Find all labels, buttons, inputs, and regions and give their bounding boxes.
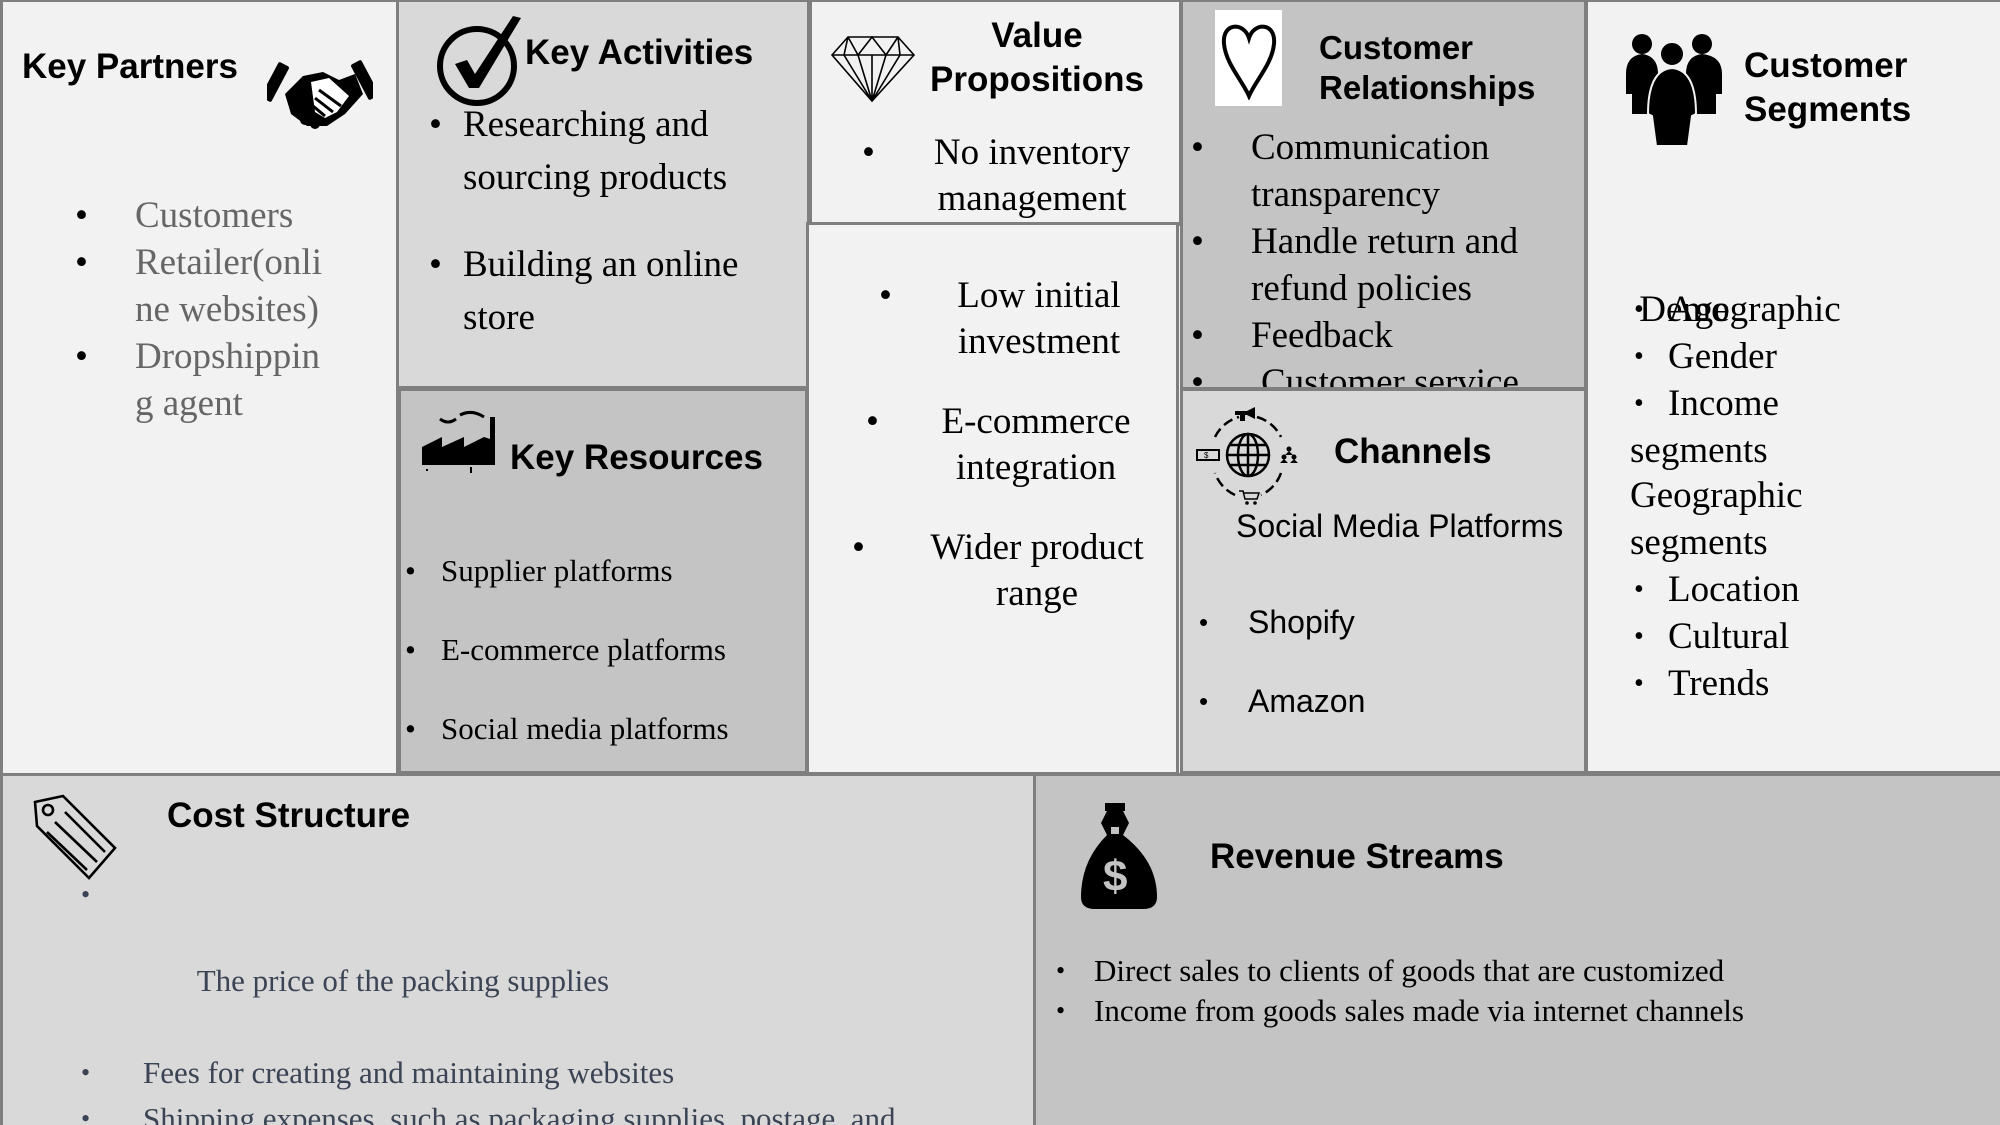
key-partners-block: Key Partners • Customers • Retailer(onli…: [0, 0, 399, 776]
diamond-icon: [830, 35, 916, 103]
svg-text:$: $: [1103, 852, 1127, 901]
list-item: • Social media platforms: [405, 711, 729, 746]
svg-text:$: $: [1204, 451, 1209, 460]
list-item: • Customers: [75, 195, 294, 236]
globe-channels-icon: $: [1196, 407, 1298, 505]
channels-title: Channels: [1334, 432, 1492, 471]
value-propositions-block: Value Propositions • No inventory manage…: [809, 0, 1182, 226]
cost-structure-title: Cost Structure: [167, 796, 411, 835]
cost-structure-block: Cost Structure • The price of the packin…: [0, 773, 1036, 1125]
key-activities-title: Key Activities: [525, 33, 754, 72]
value-propositions-lower-block: • Low initial investment • E-commerce in…: [806, 222, 1179, 775]
price-tag-icon: [33, 794, 117, 880]
key-resources-block: Key Resources • Supplier platforms • E-c…: [398, 388, 808, 774]
cost-structure-list: • The price of the packing supplies • Fe…: [81, 866, 919, 1125]
list-item: • Direct sales to clients of goods that …: [1056, 953, 1725, 988]
handshake-icon: [267, 60, 373, 129]
customer-relationships-block: Customer Relationships • Communication t…: [1180, 0, 1587, 390]
list-item: • The price of the packing supplies: [81, 880, 610, 998]
people-group-icon: [1626, 34, 1722, 147]
list-item: • Retailer(onli ne websites): [75, 242, 322, 330]
key-partners-title: Key Partners: [22, 47, 238, 86]
customer-segments-title: Customer Segments: [1744, 46, 1912, 129]
checkmark-circle-icon: [437, 16, 521, 106]
factory-icon: [422, 410, 495, 473]
value-item: • Low initial investment: [879, 275, 1121, 362]
channels-block: $ Channels Social Media Platforms • Shop…: [1180, 388, 1587, 774]
customer-segments-block: Customer Segments Demographic segments •…: [1585, 0, 2000, 774]
revenue-streams-block: $ Revenue Streams • Direct sales to clie…: [1033, 773, 2000, 1125]
key-partners-list: • Customers • Retailer(onli ne websites)…: [75, 192, 322, 427]
list-item: • Shopify: [1199, 604, 1355, 640]
key-activities-list: • Researching and sourcing products • Bu…: [429, 98, 738, 344]
money-bag-icon: $: [1081, 803, 1157, 909]
list-item: • Amazon: [1199, 683, 1366, 719]
demographic-segments-label: Demographic segments: [1630, 289, 1841, 471]
list-item: • Feedback: [1191, 315, 1393, 356]
heart-icon: [1221, 24, 1277, 100]
list-item: •Cultural: [1634, 616, 1790, 657]
list-item: • Dropshippin g agent: [75, 336, 320, 424]
list-item: • Customer service: [1191, 362, 1519, 390]
customer-relationships-list: • Communication transparency • Handle re…: [1191, 124, 1519, 390]
list-item: • Communication transparency: [1191, 127, 1490, 215]
key-activities-block: Key Activities • Researching and sourcin…: [396, 0, 810, 389]
demographic-segments-list: •Age •Gender •Income: [1630, 286, 1779, 427]
customer-relationships-title: Customer Relationships: [1319, 29, 1536, 106]
list-item: •Location: [1634, 569, 1800, 610]
list-item: • Fees for creating and maintaining webs…: [81, 1055, 675, 1090]
geographic-segments-label: Geographic segments: [1630, 475, 1803, 563]
value-item: • Wider product range: [852, 527, 1144, 614]
value-item-no-inventory: • No inventory management: [862, 132, 1131, 219]
list-item: •Trends: [1634, 663, 1770, 704]
list-item: • Handle return and refund policies: [1191, 221, 1519, 309]
value-propositions-title: Value Propositions: [930, 16, 1144, 99]
channels-subtitle: Social Media Platforms: [1236, 508, 1564, 544]
revenue-streams-title: Revenue Streams: [1210, 837, 1504, 876]
value-item: • E-commerce integration: [866, 401, 1131, 488]
geographic-segments-list: •Location •Cultural •Trends: [1630, 566, 1800, 707]
key-resources-list: • Supplier platforms • E-commerce platfo…: [405, 531, 729, 768]
list-item: •Gender: [1634, 336, 1777, 377]
heart-icon-frame: [1215, 10, 1282, 106]
list-item: • Building an online store: [429, 244, 739, 338]
list-item: • Income from goods sales made via inter…: [1056, 993, 1744, 1028]
channels-list: • Shopify • Amazon: [1199, 583, 1365, 741]
list-item: • Supplier platforms: [405, 553, 673, 588]
list-item: •Age: [1634, 289, 1730, 330]
list-item: • E-commerce platforms: [405, 632, 726, 667]
key-resources-title: Key Resources: [510, 438, 763, 477]
list-item: • Researching and sourcing products: [429, 104, 728, 198]
list-item: • Shipping expenses, such as packaging s…: [81, 1101, 896, 1125]
list-item: •Income: [1634, 383, 1779, 424]
revenue-streams-list: • Direct sales to clients of goods that …: [1056, 951, 1744, 1031]
